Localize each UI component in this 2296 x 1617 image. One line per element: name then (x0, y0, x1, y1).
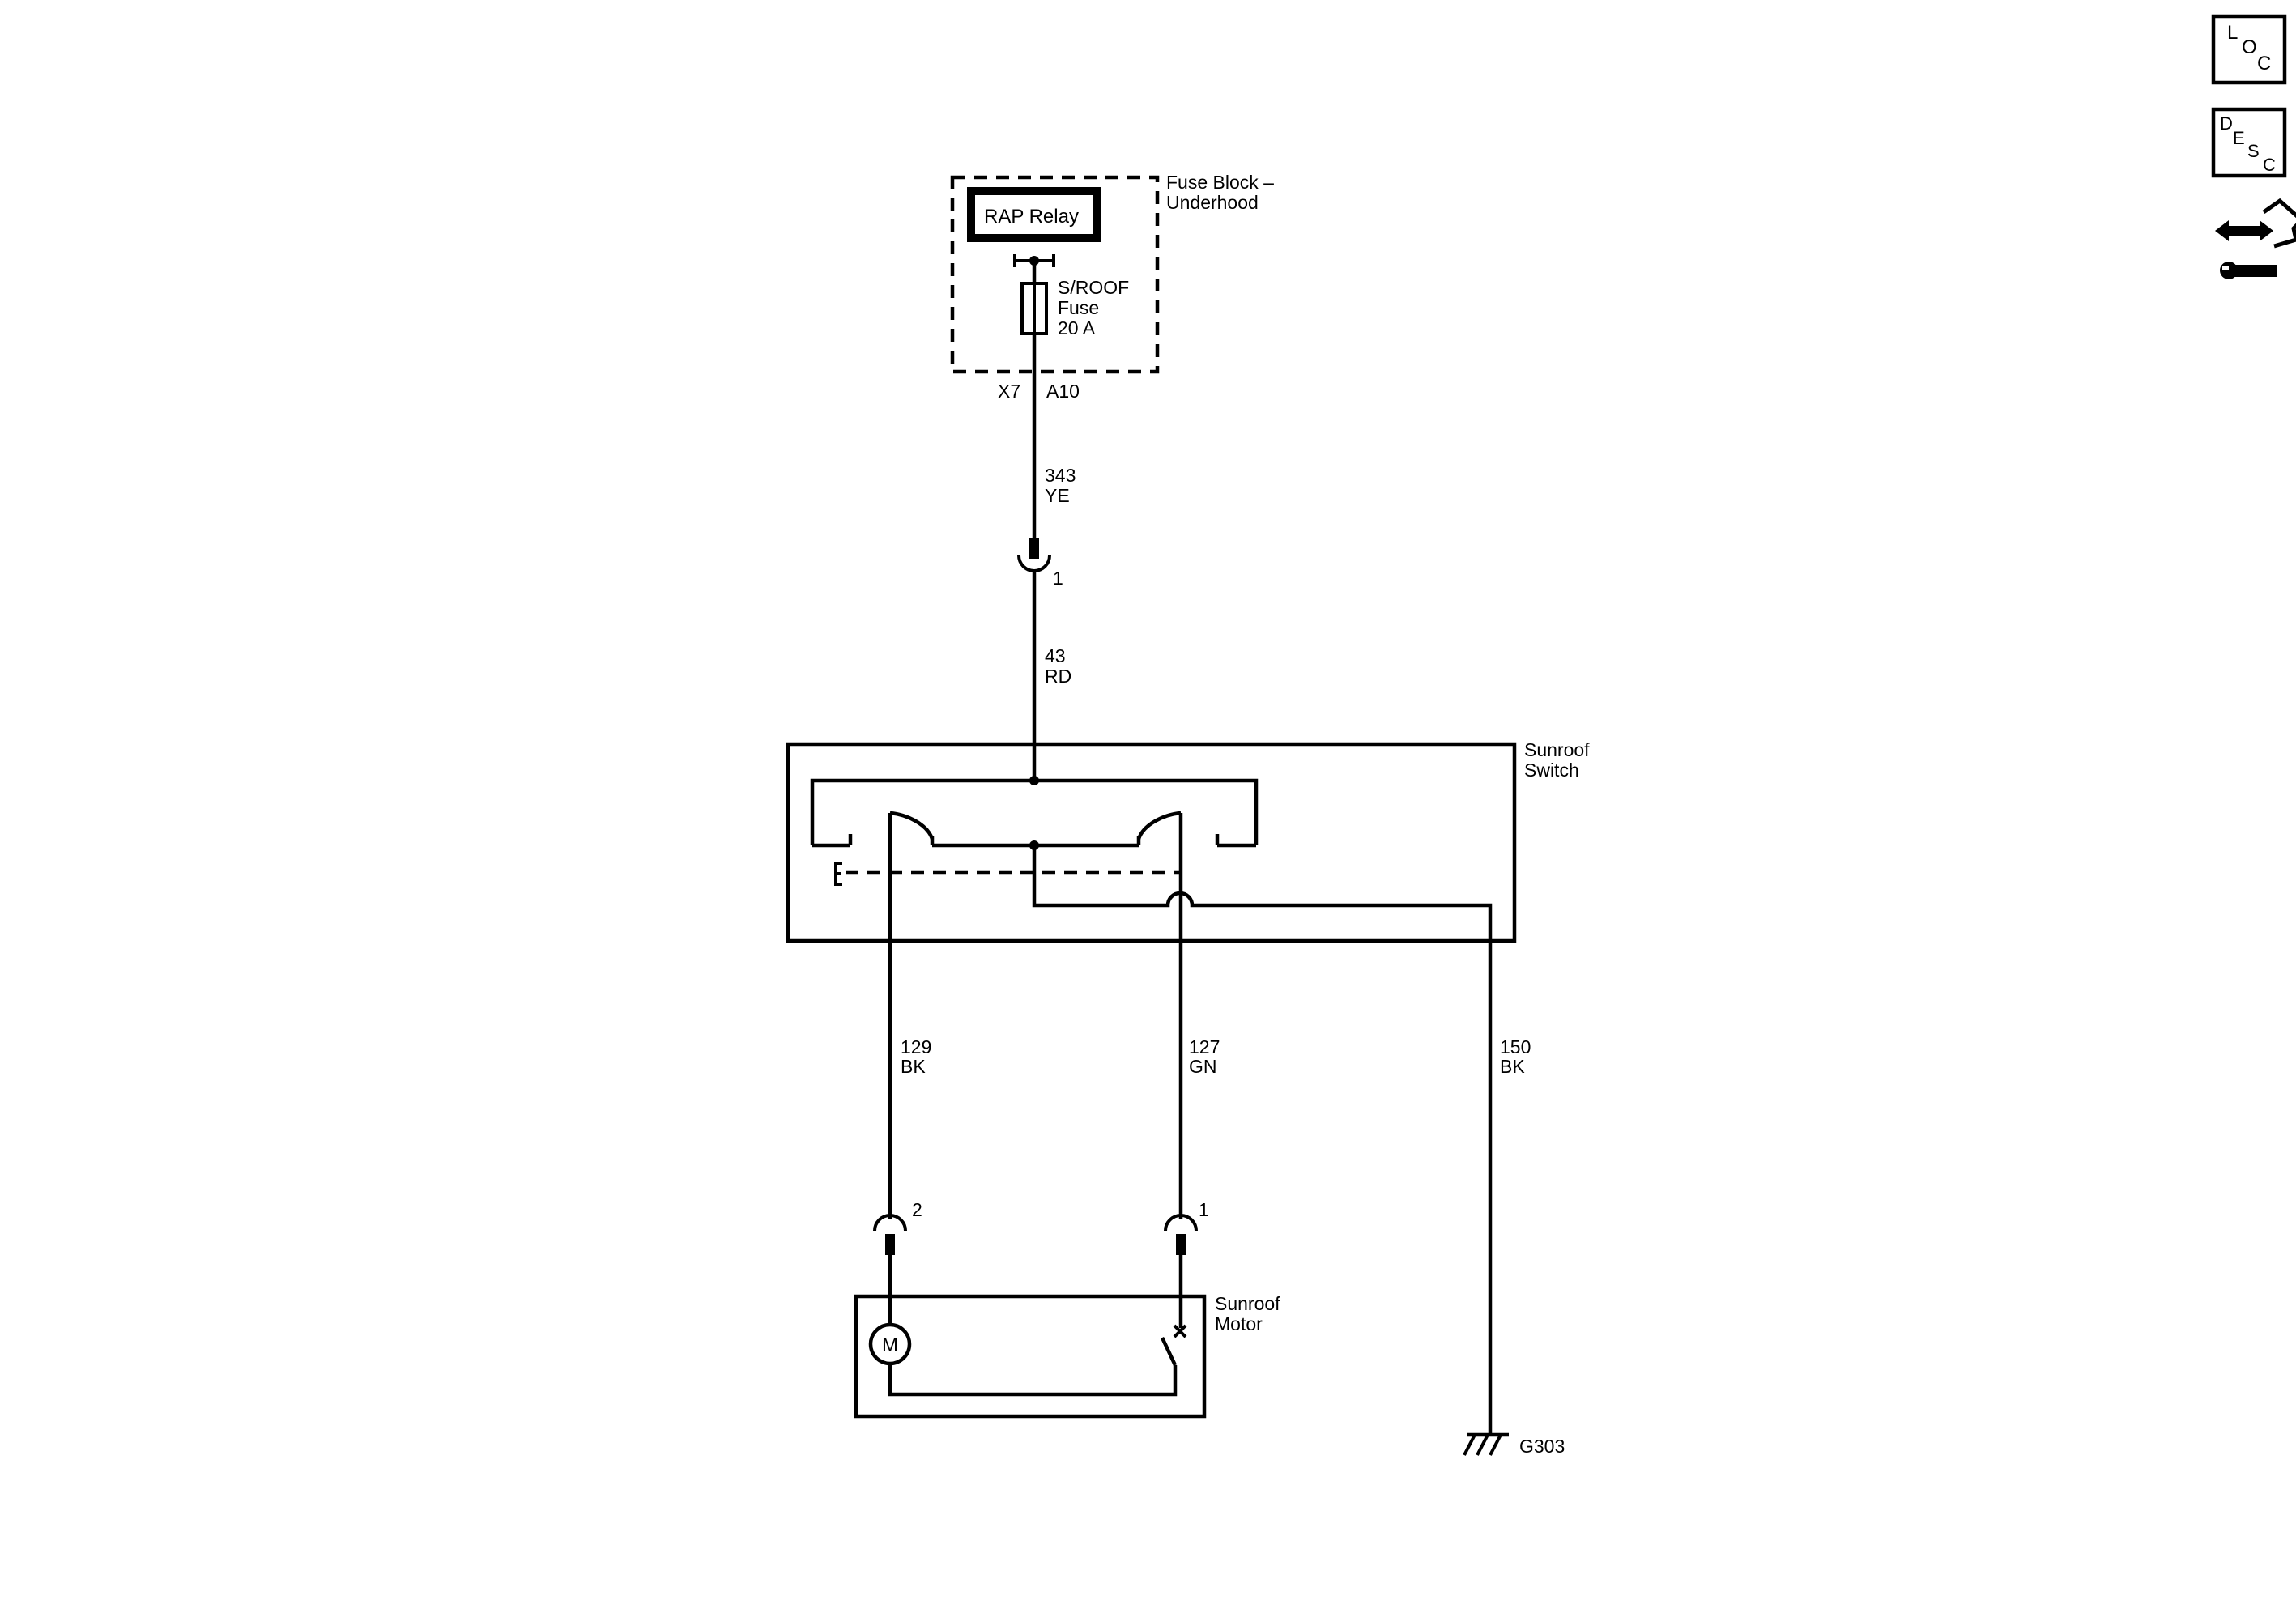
ground-g303: G303 (1463, 1432, 1565, 1457)
fuse-block-connector: X7 (998, 381, 1020, 402)
svg-text:L: L (2227, 22, 2238, 44)
sunroof-motor: Sunroof Motor M (854, 1255, 1280, 1419)
svg-text:E: E (2233, 128, 2245, 148)
sunroof-switch: Sunroof Switch (786, 739, 1590, 943)
inline-connector-pin: 1 (1053, 568, 1063, 589)
motor-symbol: M (868, 1322, 912, 1366)
wire-150-circuit: 150 (1500, 1036, 1531, 1057)
connector-service-icon[interactable] (2215, 198, 2296, 279)
fuse-block-subtitle: Underhood (1166, 192, 1259, 213)
wire-43-circuit: 43 (1045, 645, 1066, 666)
fuse-word: Fuse (1058, 297, 1099, 318)
sunroof-switch-subtitle: Switch (1524, 760, 1579, 781)
wire-127-circuit: 127 (1189, 1036, 1220, 1057)
sunroof-switch-title: Sunroof (1524, 739, 1590, 760)
wire-343-color: YE (1045, 485, 1070, 506)
wire-150-color: BK (1500, 1056, 1525, 1077)
svg-text:S: S (2247, 141, 2260, 161)
sunroof-motor-subtitle: Motor (1215, 1313, 1263, 1334)
inline-connector-1: 1 (1017, 538, 1063, 589)
wire-43-color: RD (1045, 666, 1071, 687)
sroof-fuse: S/ROOF Fuse 20 A (1020, 277, 1129, 338)
ground-label: G303 (1519, 1436, 1565, 1457)
fuse-rating: 20 A (1058, 317, 1096, 338)
motor-pin-left: 2 (912, 1199, 922, 1220)
motor-pin-right: 1 (1199, 1199, 1209, 1220)
wire-129-circuit: 129 (901, 1036, 931, 1057)
svg-text:O: O (2242, 36, 2257, 58)
svg-text:D: D (2220, 113, 2233, 134)
fuse-name: S/ROOF (1058, 277, 1129, 298)
svg-text:RAP Relay: RAP Relay (984, 206, 1079, 228)
wire-343-circuit: 343 (1045, 465, 1076, 486)
svg-text:C: C (2263, 155, 2276, 175)
desc-button[interactable]: D E S C (2211, 107, 2287, 178)
svg-text:C: C (2257, 53, 2271, 74)
loc-button[interactable]: L O C (2211, 14, 2287, 85)
motor-connector-pin-1: 1 (1164, 1199, 1209, 1255)
motor-connector-pin-2: 2 (873, 1199, 922, 1255)
fuse-block-underhood: Fuse Block – Underhood RAP Relay S/ROOF … (950, 172, 1274, 402)
fuse-block-pin: A10 (1046, 381, 1080, 402)
wire-129-color: BK (901, 1056, 926, 1077)
rap-relay: RAP Relay (967, 187, 1101, 242)
sunroof-motor-title: Sunroof (1215, 1293, 1280, 1314)
wire-127-color: GN (1189, 1056, 1217, 1077)
limit-switch (1160, 1337, 1178, 1366)
svg-text:M: M (882, 1334, 898, 1356)
fuse-block-title: Fuse Block – (1166, 172, 1274, 193)
